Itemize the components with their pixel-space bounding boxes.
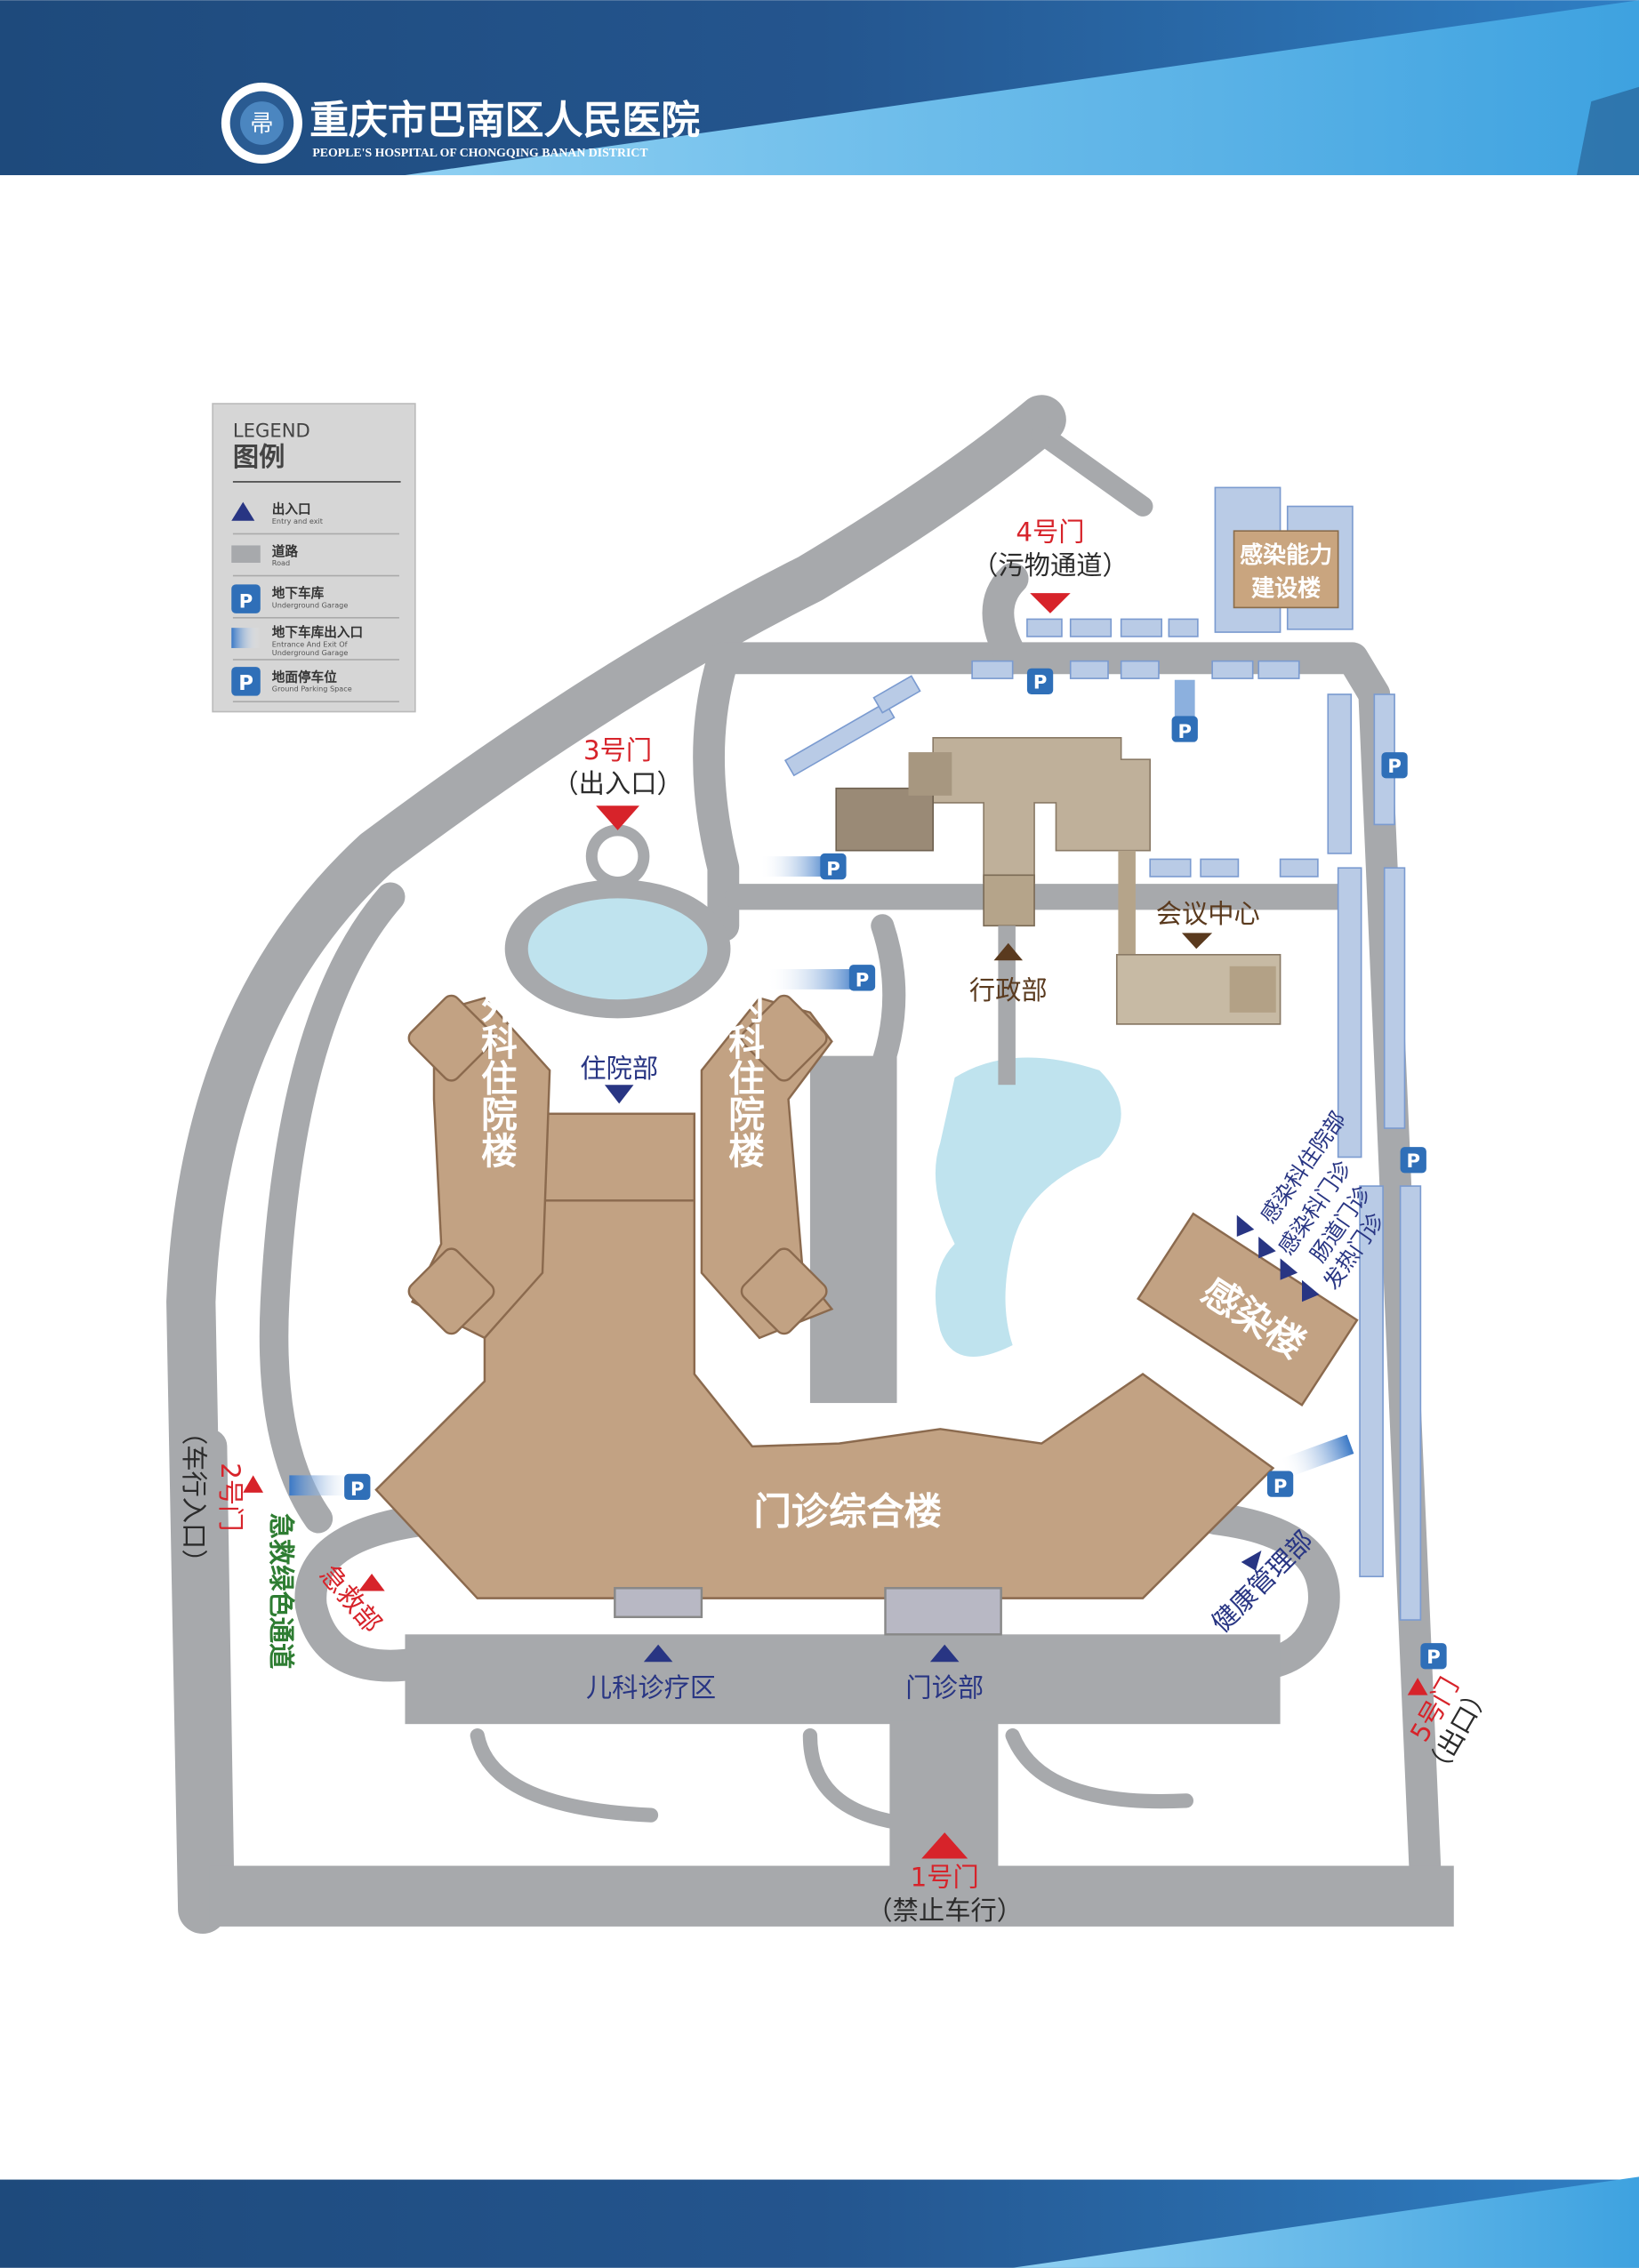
infection-building xyxy=(1137,1212,1359,1407)
svg-text:地下车库: 地下车库 xyxy=(272,585,325,601)
svg-text:P: P xyxy=(1387,755,1401,777)
garage-sign-icon: P xyxy=(848,965,876,991)
garage-icon: P xyxy=(231,584,261,613)
svg-text:2号门: 2号门 xyxy=(215,1463,245,1531)
parking-sign-icon: P xyxy=(1381,752,1408,779)
svg-text:LEGEND: LEGEND xyxy=(233,419,310,441)
svg-text:P: P xyxy=(856,969,869,991)
svg-text:Entrance And Exit Of: Entrance And Exit Of xyxy=(272,639,349,648)
gate-2: 2号门 （车行入口） 急救绿色通道 xyxy=(179,1419,296,1669)
hospital-name-en: PEOPLE'S HOSPITAL OF CHONGQING BANAN DIS… xyxy=(312,146,647,159)
gate-1: 1号门 （禁止车行） xyxy=(866,1862,1023,1925)
road-swatch-icon xyxy=(231,545,261,563)
parking-sign-icon: P xyxy=(1400,1147,1426,1174)
svg-text:P: P xyxy=(239,589,253,612)
parking-signs: P P P P P P P P P xyxy=(344,668,1447,1670)
garage-sign-icon: P xyxy=(344,1473,371,1500)
svg-text:Ground Parking Space: Ground Parking Space xyxy=(272,685,352,693)
admin-label: 行政部 xyxy=(969,975,1048,1006)
outpatient-complex-building xyxy=(374,994,1275,1636)
inpatient-label: 住院部 xyxy=(580,1054,658,1084)
svg-text:地面停车位: 地面停车位 xyxy=(272,669,338,685)
svg-text:出入口: 出入口 xyxy=(272,501,311,517)
lake xyxy=(935,1057,1121,1358)
entry-triangle-icon xyxy=(231,501,255,521)
internal-ward-label: 内科住院楼 xyxy=(722,987,765,1168)
svg-text:Entry and exit: Entry and exit xyxy=(272,517,323,525)
entry-triangles xyxy=(243,593,1428,1859)
green-channel-label: 急救绿色通道 xyxy=(266,1513,296,1670)
svg-text:P: P xyxy=(350,1478,364,1500)
garage-entrance-swatch-icon xyxy=(231,628,261,648)
legend: LEGEND 图例 出入口 Entry and exit 道路 Road P 地… xyxy=(212,403,416,713)
svg-text:感染能力: 感染能力 xyxy=(1240,541,1332,569)
svg-text:帚: 帚 xyxy=(250,111,273,138)
parking-sign-icon: P xyxy=(1026,668,1054,694)
svg-text:建设楼: 建设楼 xyxy=(1251,575,1321,602)
surgery-ward-label: 外科住院楼 xyxy=(475,987,518,1168)
garage-sign-icon: P xyxy=(820,853,847,879)
gate-3: 3号门 （出入口） xyxy=(552,735,682,798)
svg-text:Road: Road xyxy=(272,558,290,567)
svg-text:图例: 图例 xyxy=(233,442,285,472)
svg-text:（车行入口）: （车行入口） xyxy=(179,1419,209,1575)
central-road xyxy=(809,1055,897,1404)
front-plaza-road xyxy=(405,1634,1281,1725)
hospital-name-cn: 重庆市巴南区人民医院 xyxy=(309,98,700,143)
ground-parking-icon: P xyxy=(231,667,261,696)
svg-text:Underground Garage: Underground Garage xyxy=(272,648,349,657)
conference-label: 会议中心 xyxy=(1156,899,1260,929)
footer-banner xyxy=(0,2176,1639,2268)
svg-text:P: P xyxy=(1273,1475,1287,1497)
svg-text:Underground Garage: Underground Garage xyxy=(272,600,349,609)
pediatrics-label: 儿科诊疗区 xyxy=(586,1672,716,1703)
svg-text:P: P xyxy=(1426,1646,1440,1668)
svg-text:P: P xyxy=(238,672,253,695)
garage-sign-icon: P xyxy=(1171,716,1198,742)
svg-text:P: P xyxy=(1406,1150,1419,1172)
svg-text:道路: 道路 xyxy=(272,543,299,559)
garage-entrances xyxy=(289,679,1354,1496)
svg-text:地下车库出入口: 地下车库出入口 xyxy=(272,624,363,640)
fountain-pond xyxy=(527,898,708,1000)
south-road xyxy=(209,1865,1454,1927)
outpatient-label: 门诊部 xyxy=(905,1672,984,1703)
svg-text:4号门: 4号门 xyxy=(1016,517,1084,548)
outpatient-complex-label: 门诊综合楼 xyxy=(754,1490,942,1534)
svg-text:P: P xyxy=(1177,720,1191,742)
svg-text:（出入口）: （出入口） xyxy=(552,769,682,799)
admin-buildings xyxy=(835,736,1281,1086)
gate-4: 4号门 （污物通道） xyxy=(972,517,1129,581)
svg-text:（禁止车行）: （禁止车行） xyxy=(866,1895,1023,1926)
hospital-seal-logo: 帚 xyxy=(221,82,302,164)
svg-text:3号门: 3号门 xyxy=(583,735,652,765)
garage-sign-icon: P xyxy=(1266,1471,1294,1497)
header-banner: 帚 重庆市巴南区人民医院 PEOPLE'S HOSPITAL OF CHONGQ… xyxy=(0,0,1639,176)
parking-sign-icon: P xyxy=(1420,1643,1447,1670)
svg-text:P: P xyxy=(826,857,840,879)
infection-capacity-building: 感染能力 建设楼 xyxy=(1233,530,1339,609)
svg-text:P: P xyxy=(1033,670,1047,693)
svg-text:1号门: 1号门 xyxy=(911,1862,979,1892)
svg-text:（污物通道）: （污物通道） xyxy=(972,550,1129,581)
